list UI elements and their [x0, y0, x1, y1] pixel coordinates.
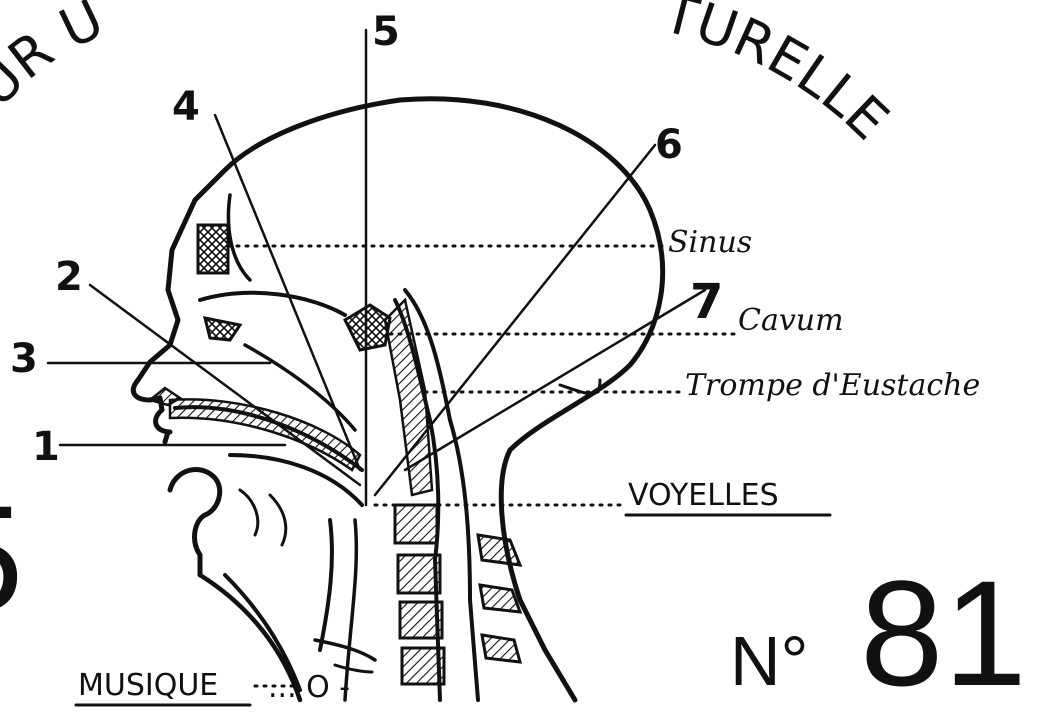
callout-line-2 [90, 285, 360, 485]
arc-title-left: UR U [0, 0, 113, 119]
label-cavum: Cavum [738, 303, 844, 338]
callout-4: 4 [172, 84, 200, 130]
callout-1: 1 [32, 424, 60, 470]
plate-number-prefix: N° [730, 622, 809, 700]
label-trompe: Trompe d'Eustache [685, 368, 980, 403]
callout-2: 2 [55, 254, 83, 300]
inner-passages [175, 195, 600, 700]
edge-digit: 5 [0, 474, 23, 642]
label-sinus: Sinus [668, 225, 752, 260]
frontal-sinus [198, 225, 228, 273]
callout-lines [48, 30, 705, 505]
nasal-turbinate [205, 318, 240, 340]
hatched-structures [150, 225, 520, 684]
callout-line-7 [405, 290, 705, 470]
callout-6: 6 [655, 122, 683, 168]
arc-title-right: TURELLE [656, 0, 901, 152]
label-musique: MUSIQUE [78, 668, 218, 703]
callout-5: 5 [372, 9, 400, 55]
plate-number: 81 [860, 549, 1027, 708]
label-voyelles: VOYELLES [628, 478, 779, 513]
sphenoid-sinus [345, 305, 390, 350]
callout-7: 7 [690, 274, 723, 330]
callout-3: 3 [10, 336, 38, 382]
musique-note: ... O - [268, 670, 350, 705]
